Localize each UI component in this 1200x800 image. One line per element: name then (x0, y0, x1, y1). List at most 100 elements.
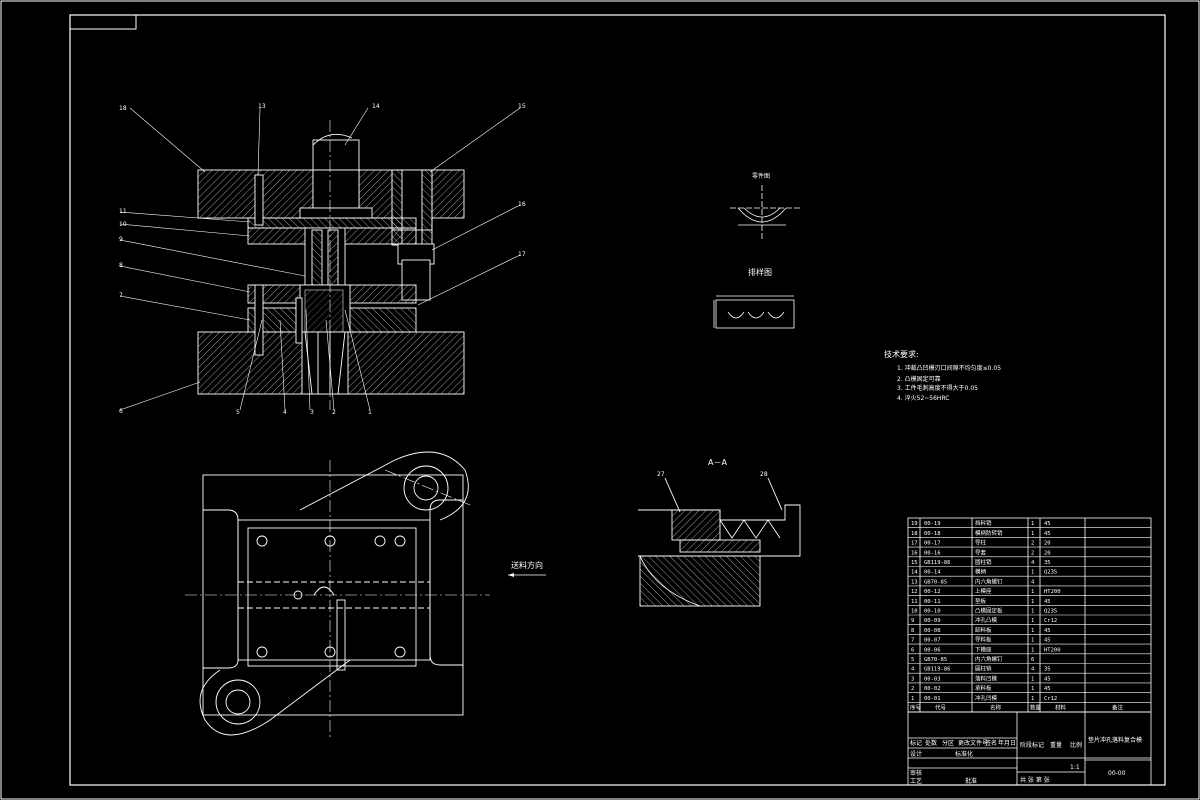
part-drawing (730, 185, 800, 240)
bom-cell-code: 00-11 (924, 599, 941, 605)
bom-cell-no: 2 (911, 686, 914, 692)
bom-header-no: 序号 (910, 704, 922, 712)
bom-cell-name: 内六角螺钉 (975, 577, 1003, 585)
section-balloon-27: 27 (657, 471, 665, 478)
bom-cell-name: 导料板 (975, 636, 992, 644)
bom-cell-name: 凸模固定板 (975, 607, 1003, 615)
bom-cell-code: GB119-86 (924, 667, 951, 673)
bom-cell-no: 10 (911, 609, 918, 615)
bom-cell-qty: 1 (1031, 676, 1034, 682)
bom-cell-no: 17 (911, 541, 918, 547)
bom-cell-qty: 1 (1031, 570, 1034, 576)
bom-cell-name: 上模座 (975, 587, 992, 595)
bom-cell-name: 圆柱销 (975, 558, 992, 566)
bom-cell-qty: 1 (1031, 647, 1034, 653)
bom-cell-mat: 45 (1044, 676, 1051, 682)
bom-cell-no: 1 (911, 696, 914, 702)
front-section-view (197, 120, 465, 410)
bom-cell-qty: 2 (1031, 541, 1034, 547)
balloon-10: 10 (119, 221, 127, 228)
note-4: 4. 淬火52~56HRC (897, 394, 950, 402)
tb-role-standard: 标准化 (955, 750, 973, 758)
bom-cell-qty: 4 (1031, 667, 1035, 673)
bom-cell-mat: 20 (1044, 541, 1051, 547)
bom-cell-no: 4 (911, 667, 915, 673)
bom-cell-name: 卸料板 (975, 626, 992, 634)
balloon-3: 3 (310, 409, 314, 416)
bom-cell-qty: 6 (1031, 657, 1034, 663)
bom-cell-mat: 35 (1044, 667, 1051, 673)
bom-cell-code: 00-06 (924, 647, 941, 653)
corner-id-box (69, 14, 137, 30)
front-view-balloons: 18 11 10 9 8 7 6 13 14 15 16 17 5 4 3 2 … (119, 103, 526, 416)
bom-cell-code: 00-14 (924, 570, 941, 576)
bom-cell-qty: 4 (1031, 560, 1035, 566)
note-2: 2. 凸模固定可靠 (897, 375, 941, 383)
bom-cell-mat: Q235 (1044, 570, 1057, 576)
section-a-a (638, 477, 801, 607)
balloon-4: 4 (283, 409, 287, 416)
title-block-text: 垫片冲孔落料复合模 00-00 1:1 阶段标记 重量 比例 共 张 第 张 标… (910, 736, 1142, 785)
bom-cell-code: 00-10 (924, 609, 941, 615)
bom-cell-name: 下模座 (975, 645, 992, 653)
bom-cell-name: 圆柱销 (975, 665, 992, 673)
balloon-13: 13 (258, 103, 266, 110)
bom-cell-no: 3 (911, 676, 914, 682)
bom-header-name: 名称 (990, 704, 1002, 712)
bom-cell-qty: 1 (1031, 686, 1034, 692)
feed-direction-label: 送料方向 (511, 560, 543, 570)
bom-cell-mat: Q235 (1044, 609, 1057, 615)
bom-cell-name: 垫板 (975, 597, 987, 605)
note-3: 3. 工件毛刺高度不得大于0.05 (897, 384, 978, 392)
plan-view (185, 451, 490, 740)
bom-cell-code: GB70-85 (924, 657, 947, 663)
bom-cell-code: 00-08 (924, 628, 941, 634)
tb-row-zone: 分区 (942, 739, 954, 747)
bom-cell-mat: HT200 (1044, 589, 1061, 595)
bom-cell-no: 9 (911, 618, 914, 624)
bom-cell-mat: 45 (1044, 531, 1051, 537)
balloon-18: 18 (119, 105, 127, 112)
bom-cell-code: 00-07 (924, 638, 941, 644)
bom-cell-code: 00-17 (924, 541, 941, 547)
bom-header-mat: 材料 (1055, 704, 1067, 712)
tb-row-doc: 更改文件号 (958, 739, 988, 747)
balloon-5: 5 (236, 409, 240, 416)
bom-cell-qty: 1 (1031, 638, 1034, 644)
bom-cell-no: 12 (911, 589, 918, 595)
front-view-leaders (119, 107, 521, 411)
bom-cell-no: 5 (911, 657, 914, 663)
bom-cell-name: 导柱 (975, 539, 987, 547)
bom-cell-code: 00-01 (924, 696, 941, 702)
bom-cell-mat: Cr12 (1044, 618, 1057, 624)
tb-role-design: 设计 (910, 750, 922, 758)
bom-cell-code: 00-18 (924, 531, 941, 537)
section-balloon-28: 28 (760, 471, 768, 478)
bom-cell-code: 00-16 (924, 550, 941, 556)
sheet-label: 共 张 第 张 (1020, 776, 1050, 784)
bom-cell-name: 模柄防转销 (975, 529, 1003, 537)
bom-cell-qty: 2 (1031, 550, 1034, 556)
feed-arrowhead (508, 573, 514, 577)
bom-cell-mat: 45 (1044, 638, 1051, 644)
technical-notes: 技术要求: 1. 冲裁凸凹模刃口间隙不均匀度≤0.05 2. 凸模固定可靠 3.… (884, 349, 1001, 402)
balloon-16: 16 (518, 201, 526, 208)
bom-cell-qty: 1 (1031, 609, 1034, 615)
bom-cell-qty: 1 (1031, 696, 1034, 702)
section-label: A－A (708, 458, 727, 467)
note-1: 1. 冲裁凸凹模刃口间隙不均匀度≤0.05 (897, 364, 1001, 372)
bom-cell-code: GB70-85 (924, 579, 947, 585)
bom-cell-mat: 20 (1044, 550, 1051, 556)
bom-cell-no: 7 (911, 638, 914, 644)
bom-cell-qty: 1 (1031, 628, 1034, 634)
tb-role-review: 审核 (910, 769, 922, 777)
notes-title: 技术要求: (884, 349, 919, 359)
bom-cell-mat: HT200 (1044, 647, 1061, 653)
bom-cell-code: 00-03 (924, 676, 941, 682)
bom-cell-no: 16 (911, 550, 918, 556)
bom-cell-no: 6 (911, 647, 914, 653)
balloon-15: 15 (518, 103, 526, 110)
